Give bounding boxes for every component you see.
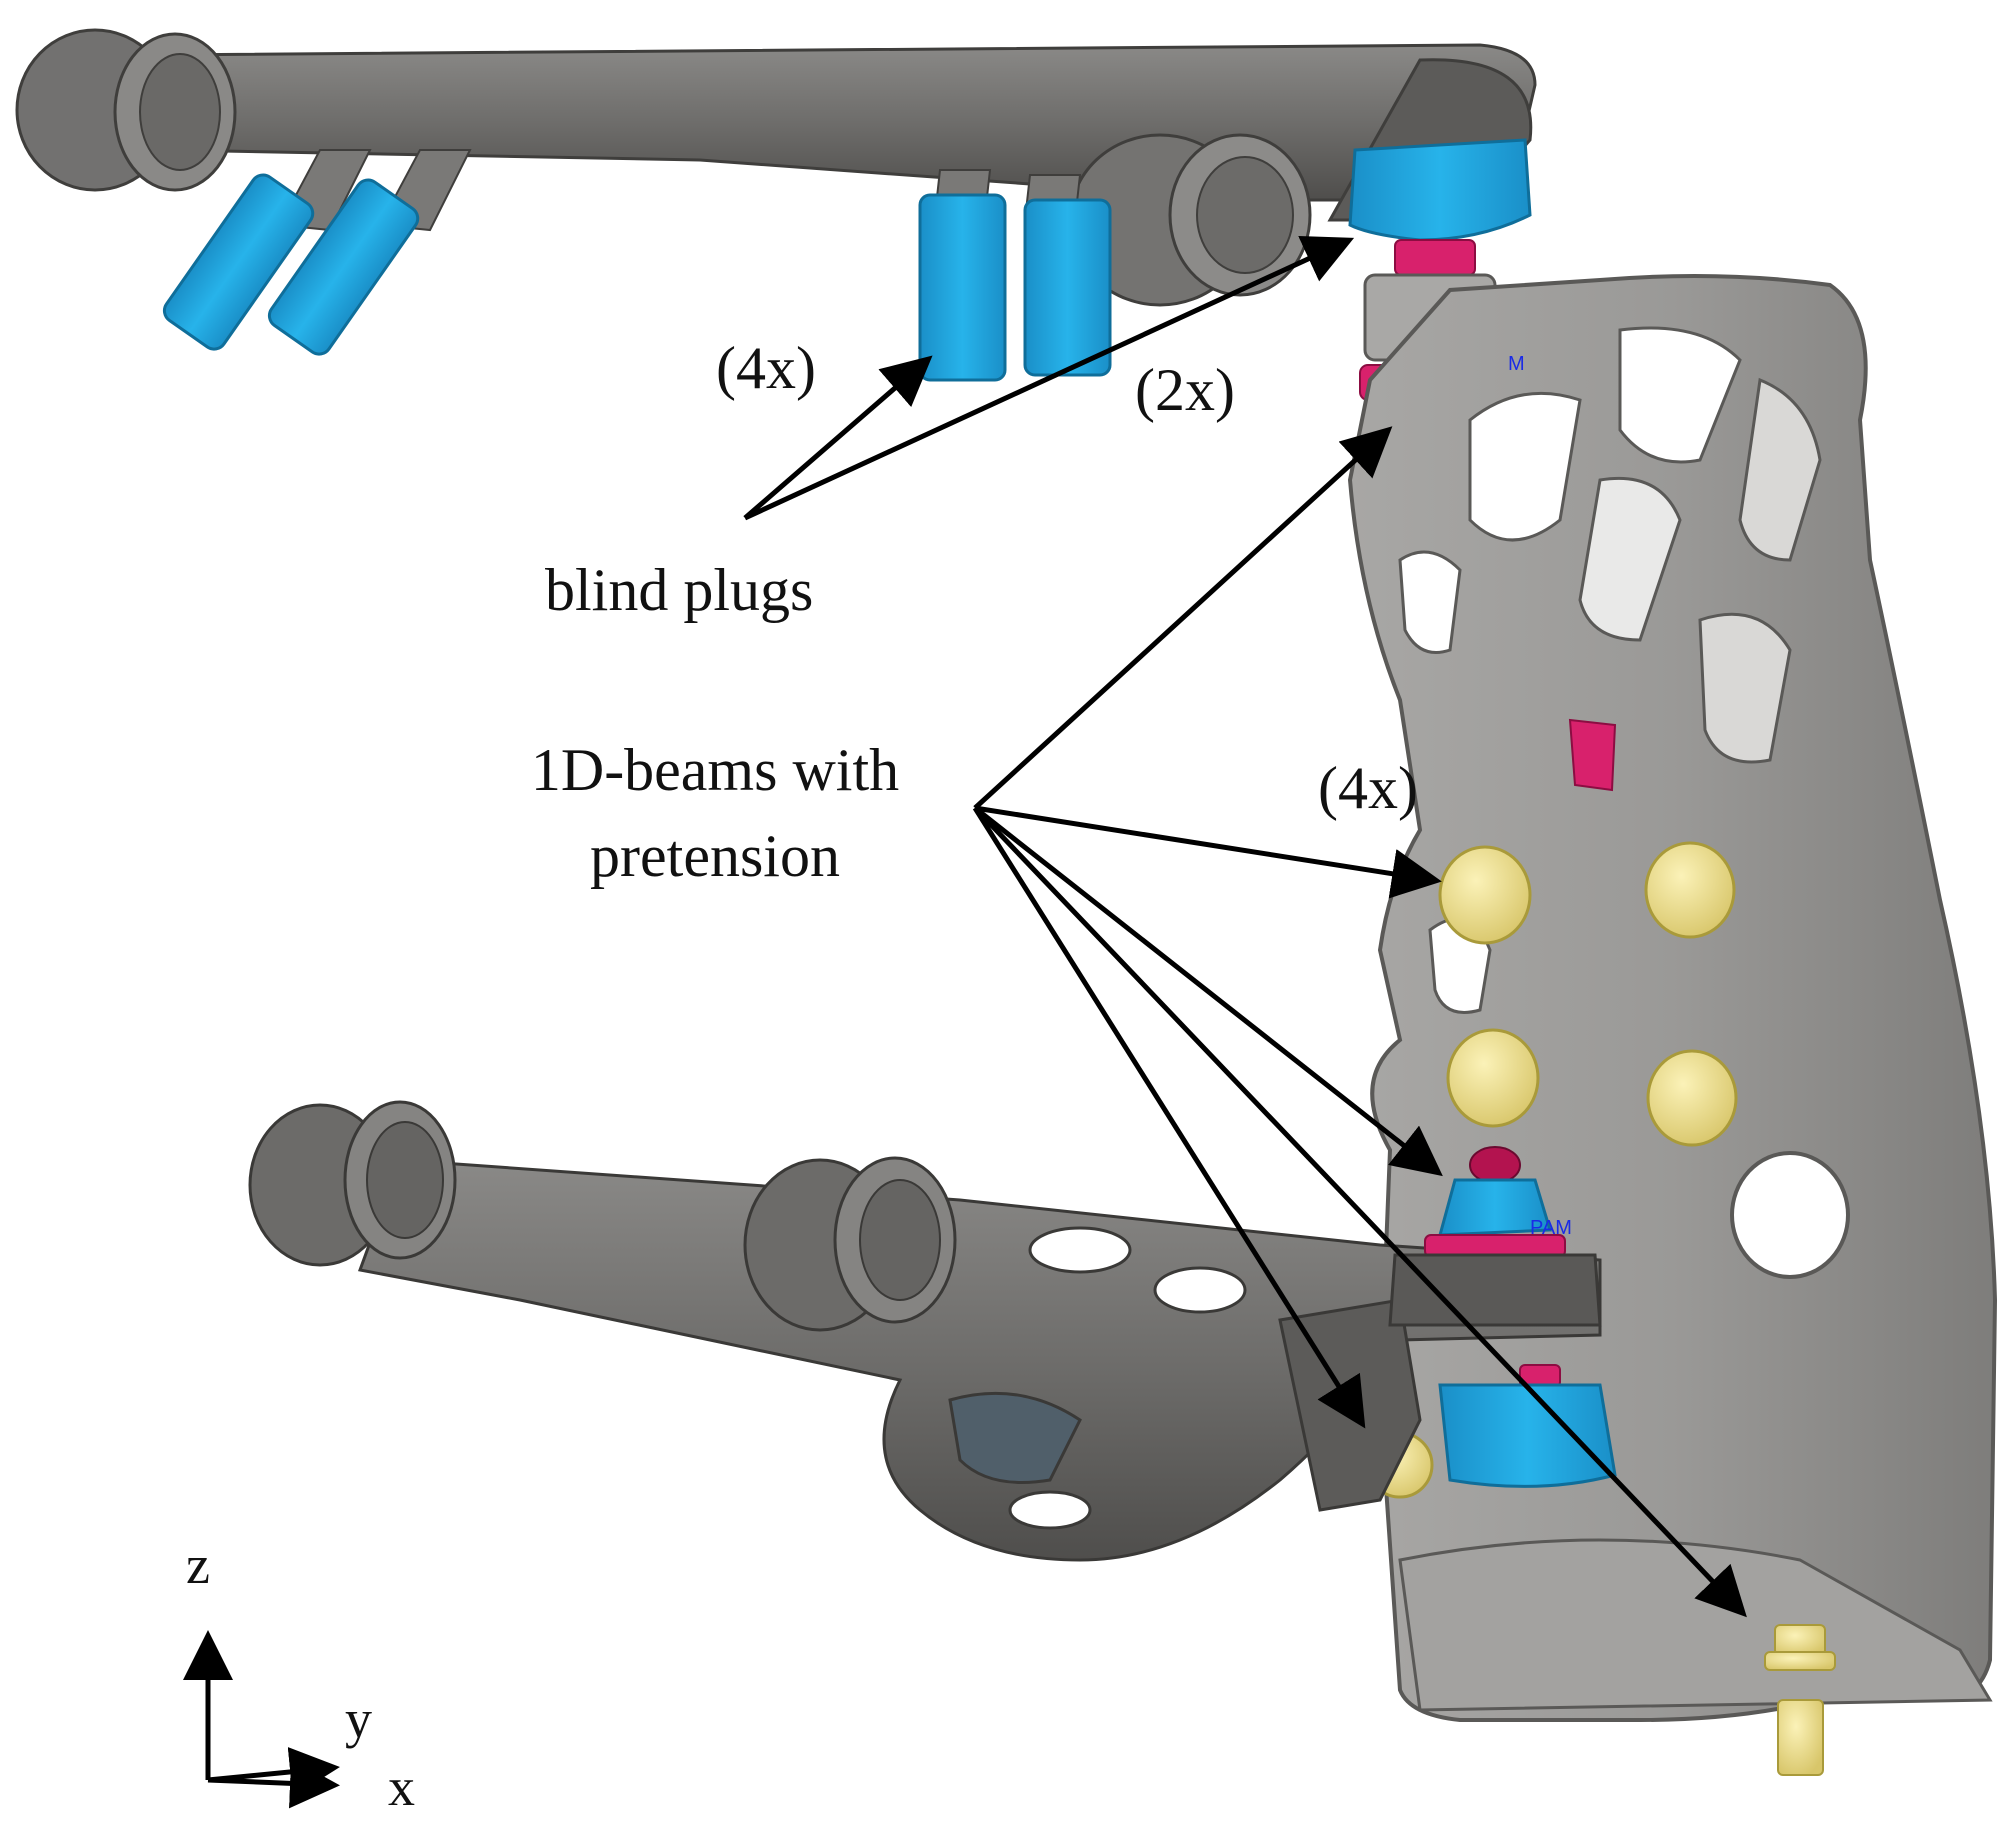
arrow-beams-to-bolt [974,805,1442,899]
count-label-upper-left: (4x) [716,335,816,401]
arrow-beams-to-foot-bolt [973,806,1747,1618]
y-axis-label: y [345,1689,372,1749]
arrow-beams-to-lower-joint [973,806,1443,1177]
axis-triad [183,1630,340,1809]
count-label-upper-right: (2x) [1135,357,1235,423]
x-axis-line [207,1758,340,1809]
arrow-plugs-to-arm-plugs [743,355,933,520]
pam-mark-lower: PAM [1530,1217,1572,1239]
x-axis-label: x [388,1757,415,1817]
lower-control-arm [248,1100,1602,1562]
z-axis-label: z [186,1535,210,1595]
arrow-plugs-to-upper-joint [743,236,1355,521]
blind-plugs-upper [162,173,1112,382]
lower-ball-joint [1388,1146,1617,1488]
y-axis-line [207,1747,340,1797]
blind-plugs-label: blind plugs [545,557,814,623]
beams-label-line1: 1D-beams with [530,737,900,803]
steering-knuckle [1347,274,1998,1722]
arrow-beams-to-upper-plug [973,426,1393,810]
pam-mark-upper: M [1508,353,1525,375]
bolts [1366,841,1836,1776]
leader-arrows [743,236,1747,1618]
arrow-beams-to-lower-pin [972,806,1366,1429]
upper-control-arm [15,28,1537,307]
beams-label-line2: pretension [590,823,840,889]
count-label-bolts: (4x) [1318,755,1418,821]
